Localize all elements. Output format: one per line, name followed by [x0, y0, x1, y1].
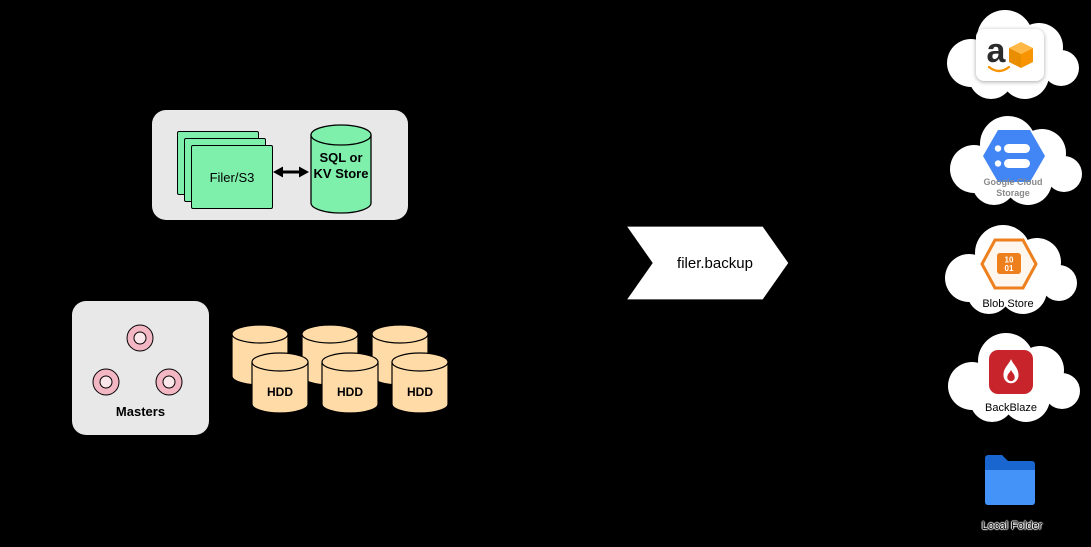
- blob-store-label: Blob Store: [982, 298, 1034, 310]
- hdd-cylinder: HDD: [321, 352, 379, 414]
- filer-label: Filer/S3: [209, 169, 255, 185]
- backblaze-label: BackBlaze: [985, 402, 1037, 414]
- filer-stack-front: Filer/S3: [191, 145, 273, 209]
- sql-kv-store-label: SQL or KV Store: [313, 150, 369, 181]
- hdd-label: HDD: [407, 385, 433, 399]
- masters-panel: Masters: [72, 301, 209, 435]
- hdd-cylinder: HDD: [391, 352, 449, 414]
- destination-google-cloud-storage-cloud: Google Cloud Storage: [938, 111, 1088, 211]
- masters-nodes: [92, 324, 183, 396]
- aws-letter: a: [986, 32, 1006, 70]
- sql-kv-store-cylinder: [310, 124, 372, 214]
- hdd-label: HDD: [337, 385, 363, 399]
- blob-bits-top: 10: [1005, 256, 1014, 265]
- blob-store-hexagon-icon: 10 01: [980, 238, 1038, 290]
- aws-smile-icon: [988, 66, 1010, 73]
- flame-icon: [1003, 359, 1019, 384]
- folder-icon: [985, 455, 1035, 505]
- double-arrow-icon: [273, 166, 309, 178]
- destination-backblaze-cloud: BackBlaze: [936, 328, 1086, 428]
- hdd-label: HDD: [267, 385, 293, 399]
- masters-label: Masters: [115, 404, 166, 419]
- aws-cube-icon: [1009, 41, 1034, 68]
- google-cloud-storage-label: Google Cloud Storage: [983, 177, 1043, 199]
- destination-amazon-s3-cloud: a: [935, 5, 1085, 105]
- local-folder-label: Local Folder: [981, 520, 1043, 532]
- backblaze-flame-icon: [989, 350, 1033, 394]
- aws-box-icon: a: [976, 29, 1044, 81]
- google-cloud-hexagon-icon: [983, 130, 1045, 182]
- filer-backup-arrow: filer.backup: [625, 225, 790, 301]
- blob-bits-bottom: 01: [1005, 264, 1014, 273]
- filer-backup-label: filer.backup: [677, 255, 753, 272]
- destination-blob-store-cloud: 10 01 Blob Store: [933, 220, 1083, 320]
- hdd-cylinder: HDD: [251, 352, 309, 414]
